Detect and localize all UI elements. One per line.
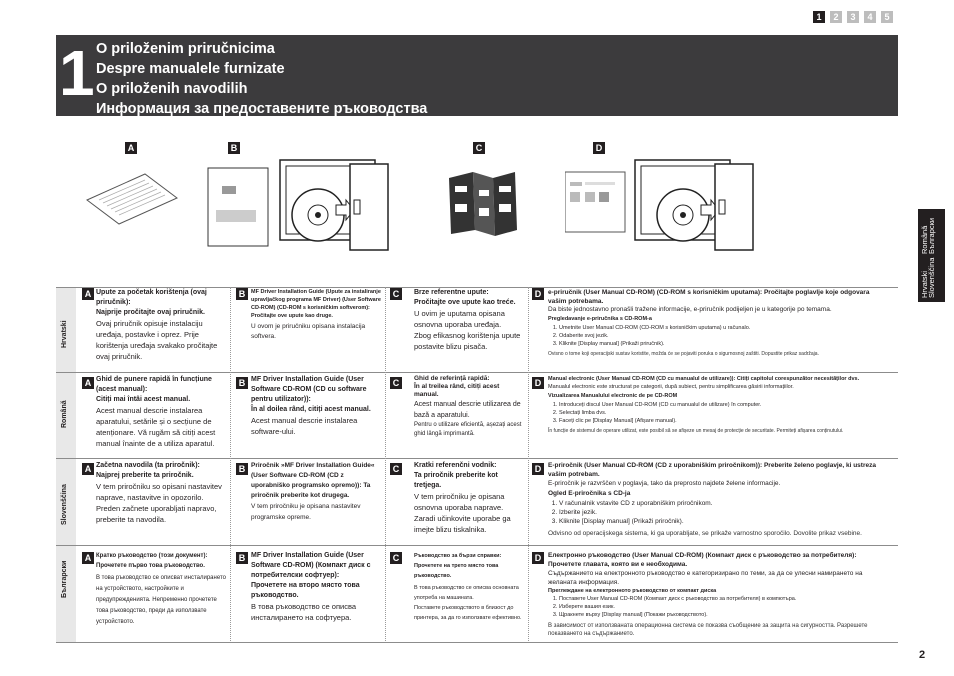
column-divider [385, 287, 386, 641]
booklet-illustration [86, 173, 178, 225]
side-tab-sl: Slovenščina [927, 257, 936, 298]
table-row: Română A Ghid de punere rapidă în funcți… [56, 372, 898, 459]
page-navigation: 1 2 3 4 5 [813, 11, 893, 23]
quick-reference-illustration [449, 172, 517, 236]
title-ro: Despre manualele furnizate [96, 61, 285, 77]
title-sl: O priloženih navodilih [96, 81, 248, 97]
printer-b-illustration [349, 163, 389, 251]
page-nav-2[interactable]: 2 [830, 11, 842, 23]
page-number: 2 [919, 649, 926, 661]
illustration-label-b: B [228, 142, 240, 154]
page-nav-3[interactable]: 3 [847, 11, 859, 23]
steps-list: Umetnite User Manual CD-ROM (CD-ROM s ko… [548, 324, 888, 348]
column-divider [528, 287, 529, 641]
table-row: Slovenščina A Začetna navodila (ta priro… [56, 458, 898, 546]
row-marker-b: B [236, 552, 248, 564]
cell-b: MF Driver Installation Guide (User Softw… [251, 376, 371, 436]
cell-d: E-priročnik (User Manual CD-ROM (CD z up… [548, 461, 888, 538]
row-marker-c: C [390, 463, 402, 475]
row-marker-a: A [82, 288, 94, 300]
row-marker-c: C [390, 288, 402, 300]
cell-b: MF Driver Installation Guide (Upute za i… [251, 289, 381, 340]
printer-d-illustration [714, 163, 754, 251]
cell-d: Manual electronic (User Manual CD-ROM (C… [548, 375, 888, 435]
cell-b: Priročnik »MF Driver Installation Guide«… [251, 462, 375, 521]
cell-c: Ghid de referință rapidă: În al treilea … [414, 375, 522, 437]
row-marker-d: D [532, 288, 544, 300]
cell-b: MF Driver Installation Guide (User Softw… [251, 552, 371, 622]
page-nav-1[interactable]: 1 [813, 11, 825, 23]
steps-list: Introduceți discul User Manual CD-ROM (C… [548, 401, 888, 425]
row-language-label: Български [56, 546, 76, 642]
cell-d: e-priručnik (User Manual CD-ROM) (CD-ROM… [548, 288, 888, 358]
row-marker-d: D [532, 552, 544, 564]
page-nav-5[interactable]: 5 [881, 11, 893, 23]
cell-a: Ghid de punere rapidă în funcțiune (aces… [96, 376, 216, 448]
row-marker-a: A [82, 552, 94, 564]
page-nav-4[interactable]: 4 [864, 11, 876, 23]
illustration-label-a: A [125, 142, 137, 154]
table-row: Български A Кратко ръководство (този док… [56, 545, 898, 643]
cell-a: Upute za početak korištenja (ovaj priruč… [96, 289, 218, 361]
row-marker-a: A [82, 377, 94, 389]
illustration-label-d: D [593, 142, 605, 154]
title-bg: Информация за предоставените ръководства [96, 101, 428, 117]
steps-list: Поставете User Manual CD-ROM (Компакт ди… [548, 595, 888, 619]
section-number: 1 [59, 37, 95, 109]
section-titles: O priloženim priručnicima Despre manuale… [96, 39, 427, 119]
installation-guide-illustration [207, 159, 376, 247]
row-marker-c: C [390, 552, 402, 564]
title-hr: O priloženim priručnicima [96, 41, 275, 57]
row-marker-a: A [82, 463, 94, 475]
row-marker-b: B [236, 377, 248, 389]
row-language-label: Slovenščina [56, 459, 76, 546]
cell-a: Začetna navodila (ta priročnik): Najprej… [96, 462, 222, 524]
illustration-label-c: C [473, 142, 485, 154]
row-marker-d: D [532, 377, 544, 389]
row-language-label: Română [56, 373, 76, 459]
cell-c: Brze referentne upute: Pročitajte ove up… [414, 289, 521, 351]
row-marker-d: D [532, 463, 544, 475]
row-marker-b: B [236, 463, 248, 475]
row-marker-b: B [236, 288, 248, 300]
row-language-label: Hrvatski [56, 288, 76, 373]
side-tab-bg: Български [927, 217, 936, 254]
table-row: Hrvatski A Upute za početak korištenja (… [56, 287, 898, 373]
cell-c: Ръководство за бързи справки: Прочетете … [414, 553, 522, 621]
language-side-tab: Hrvatski Slovenščina Română Български [918, 209, 945, 302]
cell-a: Кратко ръководство (този документ): Проч… [96, 553, 226, 625]
e-manual-illustration [565, 159, 731, 242]
cell-d: Електронно ръководство (User Manual CD-R… [548, 551, 888, 638]
column-divider [230, 287, 231, 641]
section-banner: 1 O priloženim priručnicima Despre manua… [56, 35, 898, 119]
steps-list: V računalnik vstavite CD z uporabniškim … [548, 499, 888, 526]
row-marker-c: C [390, 377, 402, 389]
cell-c: Kratki referenčni vodnik: Ta priročnik p… [414, 462, 511, 534]
